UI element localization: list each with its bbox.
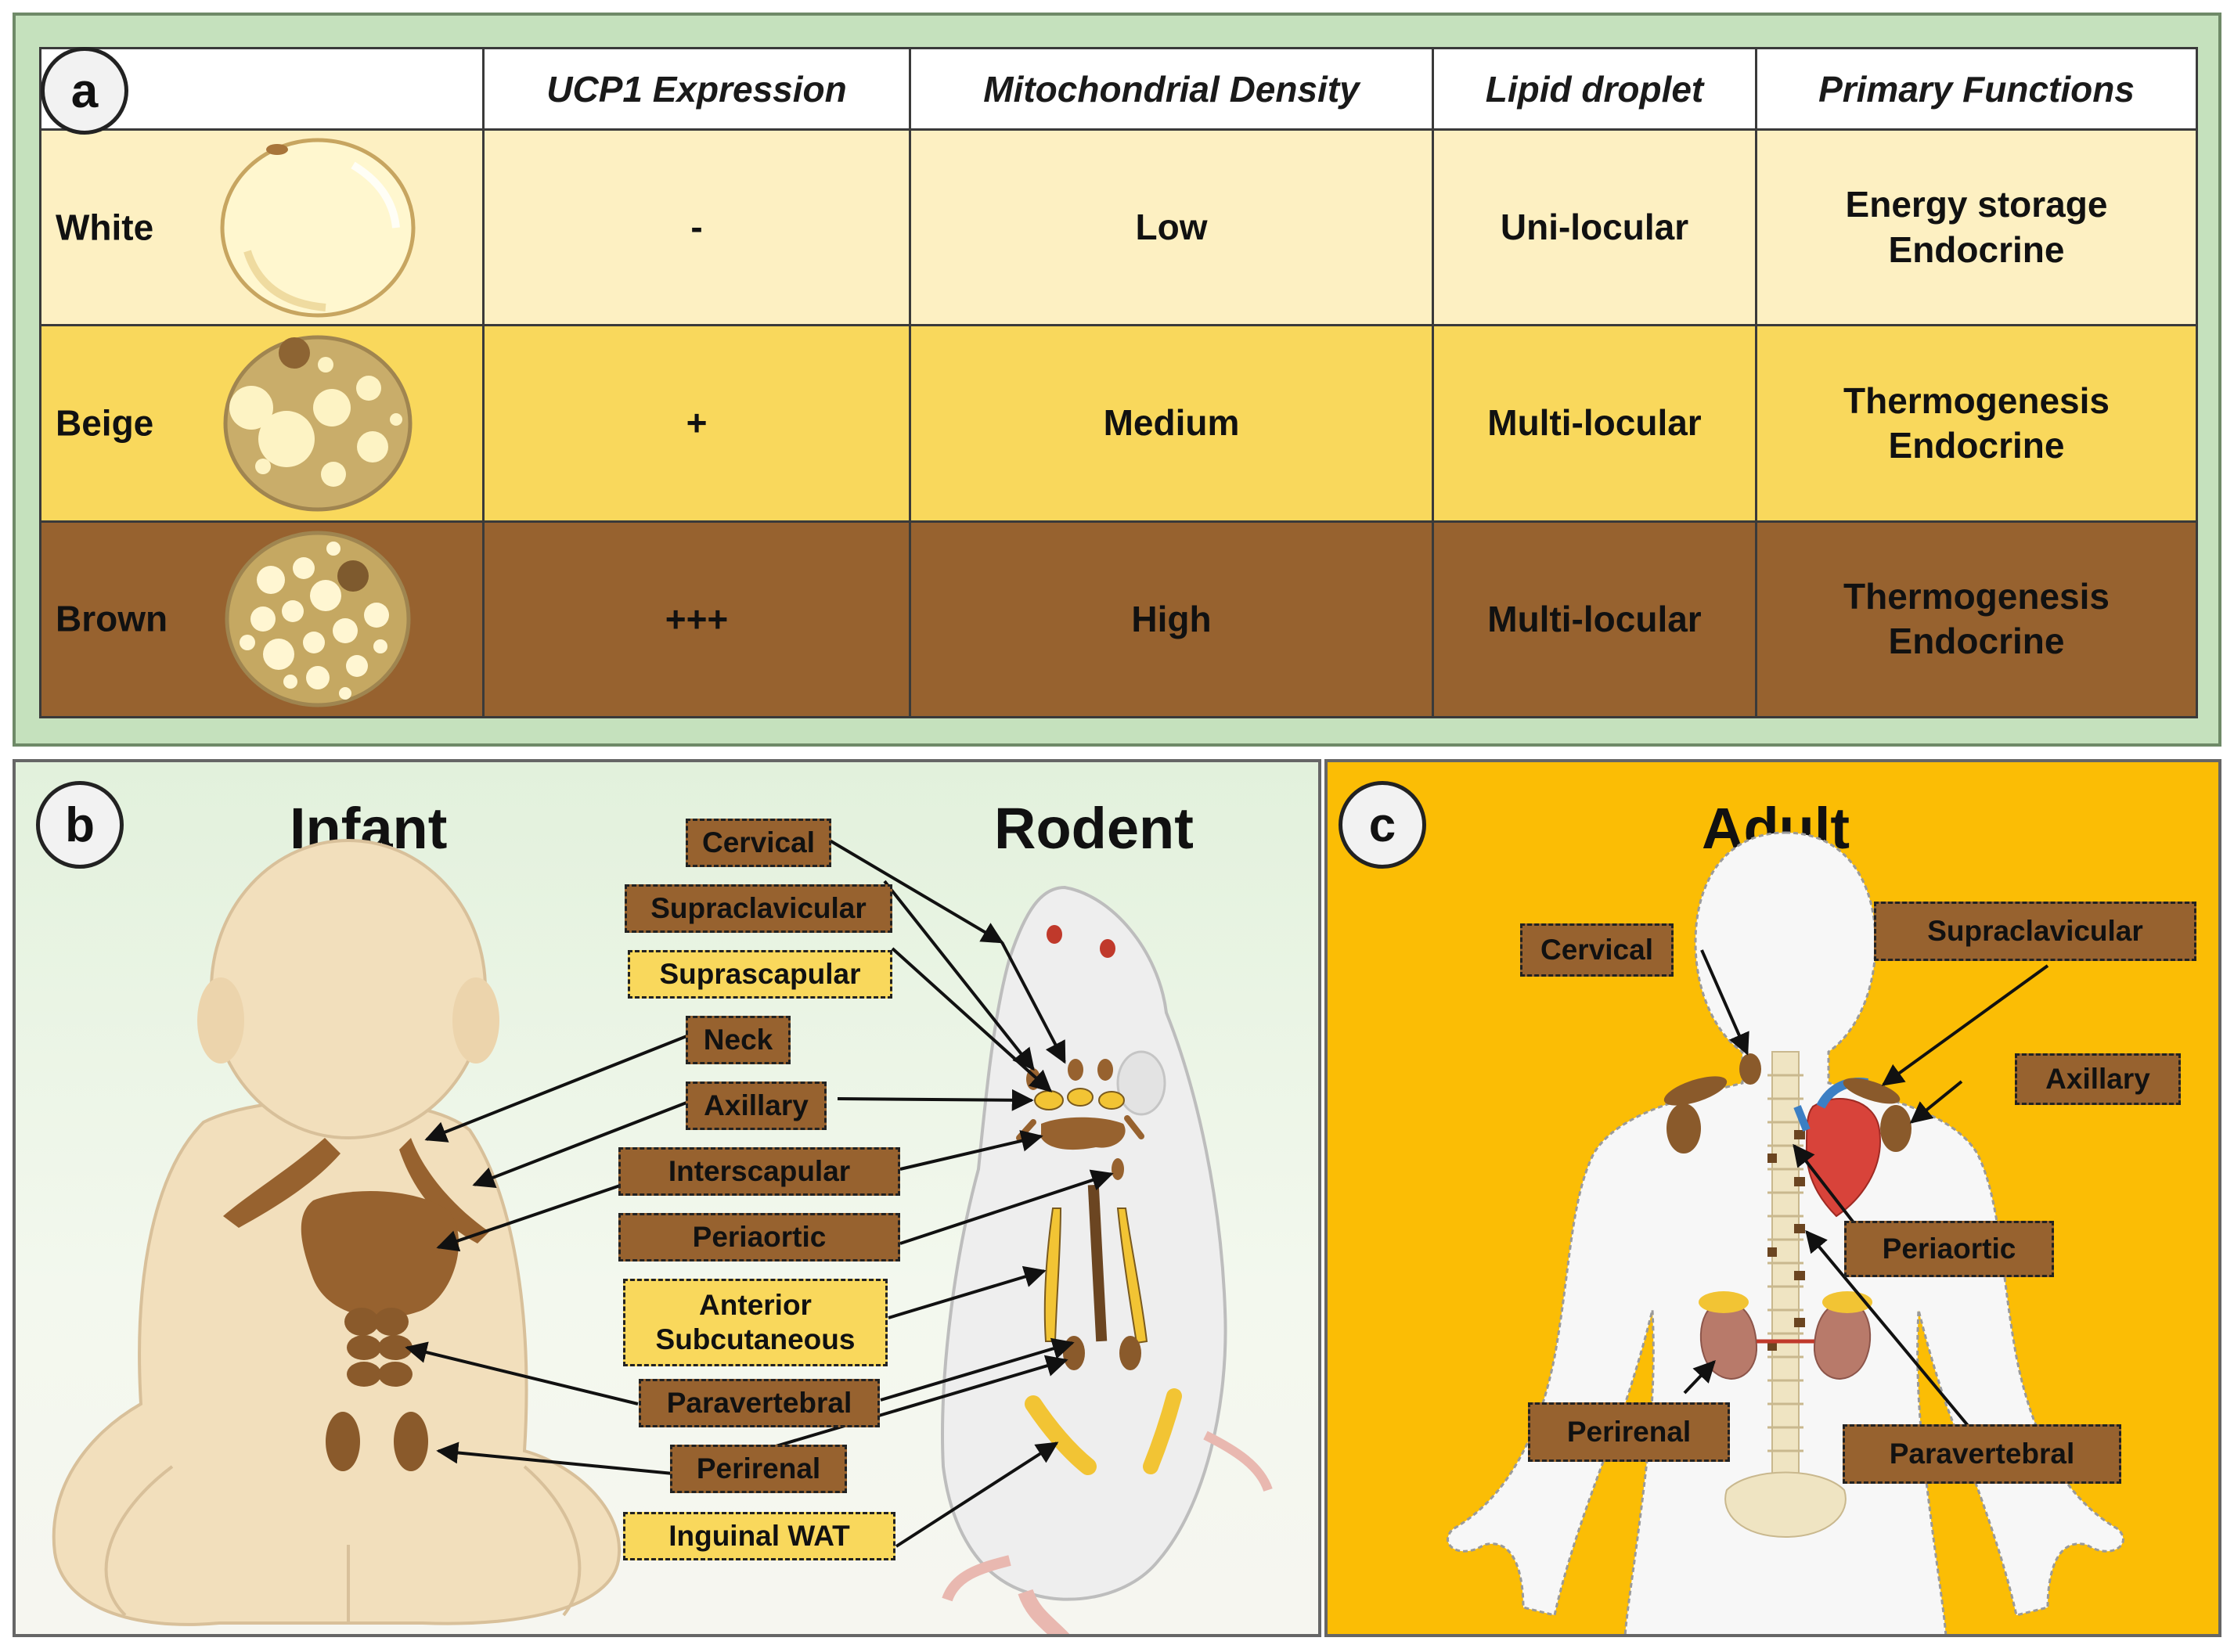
brown-function-1: Thermogenesis xyxy=(1843,575,2110,617)
label-b-axillary: Axillary xyxy=(686,1082,827,1130)
label-b-interscapular: Interscapular xyxy=(618,1147,900,1196)
adipocyte-comparison-table: UCP1 Expression Mitochondrial Density Li… xyxy=(39,46,2198,719)
label-b-suprascapular: Suprascapular xyxy=(628,950,892,999)
panel-b-infant-rodent: b Infant Rodent xyxy=(13,759,1321,1637)
brown-adipocyte-icon xyxy=(225,531,411,707)
cell-brown-droplet: Multi-locular xyxy=(1432,520,1757,719)
panel-letter-a: a xyxy=(41,47,128,135)
table-row-white: White - Low Uni-locular Energy storage E… xyxy=(39,128,2198,327)
label-b-cervical: Cervical xyxy=(686,819,831,867)
panel-b-arrows xyxy=(405,839,1114,1548)
rodent-figure xyxy=(941,885,1273,1634)
header-mito-density: Mitochondrial Density xyxy=(909,46,1434,131)
infant-rodent-illustration xyxy=(52,839,1273,1634)
panel-letter-b: b xyxy=(36,781,124,869)
cell-brown-name: Brown xyxy=(39,520,485,719)
label-c-supraclavicular: Supraclavicular xyxy=(1874,902,2196,961)
beige-function-1: Thermogenesis xyxy=(1843,380,2110,421)
row-name-white: White xyxy=(56,207,154,247)
cell-beige-density: Medium xyxy=(909,324,1434,523)
table-row-beige: Beige + Medium Multi-locular xyxy=(39,324,2198,523)
cell-white-density: Low xyxy=(909,128,1434,327)
table-header-row: UCP1 Expression Mitochondrial Density Li… xyxy=(39,46,2198,131)
panel-c-arrows xyxy=(1683,949,2049,1448)
panel-a-adipocyte-table: a UCP1 Expression Mitochondrial Density … xyxy=(13,13,2221,747)
label-b-perirenal: Perirenal xyxy=(670,1445,847,1493)
beige-adipocyte-icon xyxy=(223,335,413,512)
label-b-supraclavicular: Supraclavicular xyxy=(625,884,892,933)
cell-beige-functions: Thermogenesis Endocrine xyxy=(1755,324,2198,523)
label-b-periaortic: Periaortic xyxy=(618,1213,900,1261)
row-name-brown: Brown xyxy=(56,598,168,639)
adult-paravertebral-bat xyxy=(1767,1130,1805,1351)
cell-beige-name: Beige xyxy=(39,324,485,523)
cell-white-droplet: Uni-locular xyxy=(1432,128,1757,327)
kidneys-illustration xyxy=(1699,1291,1872,1380)
infant-bat-depots xyxy=(223,1138,489,1471)
label-c-cervical: Cervical xyxy=(1520,923,1674,977)
label-b-neck: Neck xyxy=(686,1016,791,1064)
label-c-paravertebral: Paravertebral xyxy=(1843,1424,2121,1484)
panel-c-adult: c Adult xyxy=(1324,759,2221,1637)
cell-brown-functions: Thermogenesis Endocrine xyxy=(1755,520,2198,719)
label-b-paravertebral: Paravertebral xyxy=(639,1379,880,1427)
panel-letter-c: c xyxy=(1339,781,1426,869)
cell-white-functions: Energy storage Endocrine xyxy=(1755,128,2198,327)
adult-illustration xyxy=(1447,831,2124,1634)
label-b-anterior-line1: Anterior xyxy=(699,1288,812,1321)
header-primary-functions: Primary Functions xyxy=(1755,46,2198,131)
beige-function-2: Endocrine xyxy=(1888,425,2065,466)
row-name-beige: Beige xyxy=(56,402,154,444)
label-c-perirenal: Perirenal xyxy=(1528,1402,1730,1462)
rodent-title: Rodent xyxy=(994,796,1194,861)
header-ucp1: UCP1 Expression xyxy=(482,46,911,131)
adult-bat-depots xyxy=(1663,1053,1912,1154)
header-lipid-droplet: Lipid droplet xyxy=(1432,46,1757,131)
cell-white-ucp1: - xyxy=(482,128,911,327)
label-c-axillary: Axillary xyxy=(2015,1053,2181,1105)
cell-beige-ucp1: + xyxy=(482,324,911,523)
white-adipocyte-icon xyxy=(220,138,416,318)
cell-brown-ucp1: +++ xyxy=(482,520,911,719)
cell-beige-droplet: Multi-locular xyxy=(1432,324,1757,523)
label-c-periaortic: Periaortic xyxy=(1844,1221,2054,1277)
cell-brown-density: High xyxy=(909,520,1434,719)
label-b-inguinal-wat: Inguinal WAT xyxy=(623,1512,895,1560)
label-b-anterior-line2: Subcutaneous xyxy=(655,1323,856,1355)
white-function-1: Energy storage xyxy=(1845,184,2108,225)
table-row-brown: Brown xyxy=(39,520,2198,719)
white-function-2: Endocrine xyxy=(1888,229,2065,270)
brown-function-2: Endocrine xyxy=(1888,621,2065,662)
cell-white-name: White xyxy=(39,128,485,327)
label-b-anterior-subcutaneous: Anterior Subcutaneous xyxy=(623,1279,888,1366)
